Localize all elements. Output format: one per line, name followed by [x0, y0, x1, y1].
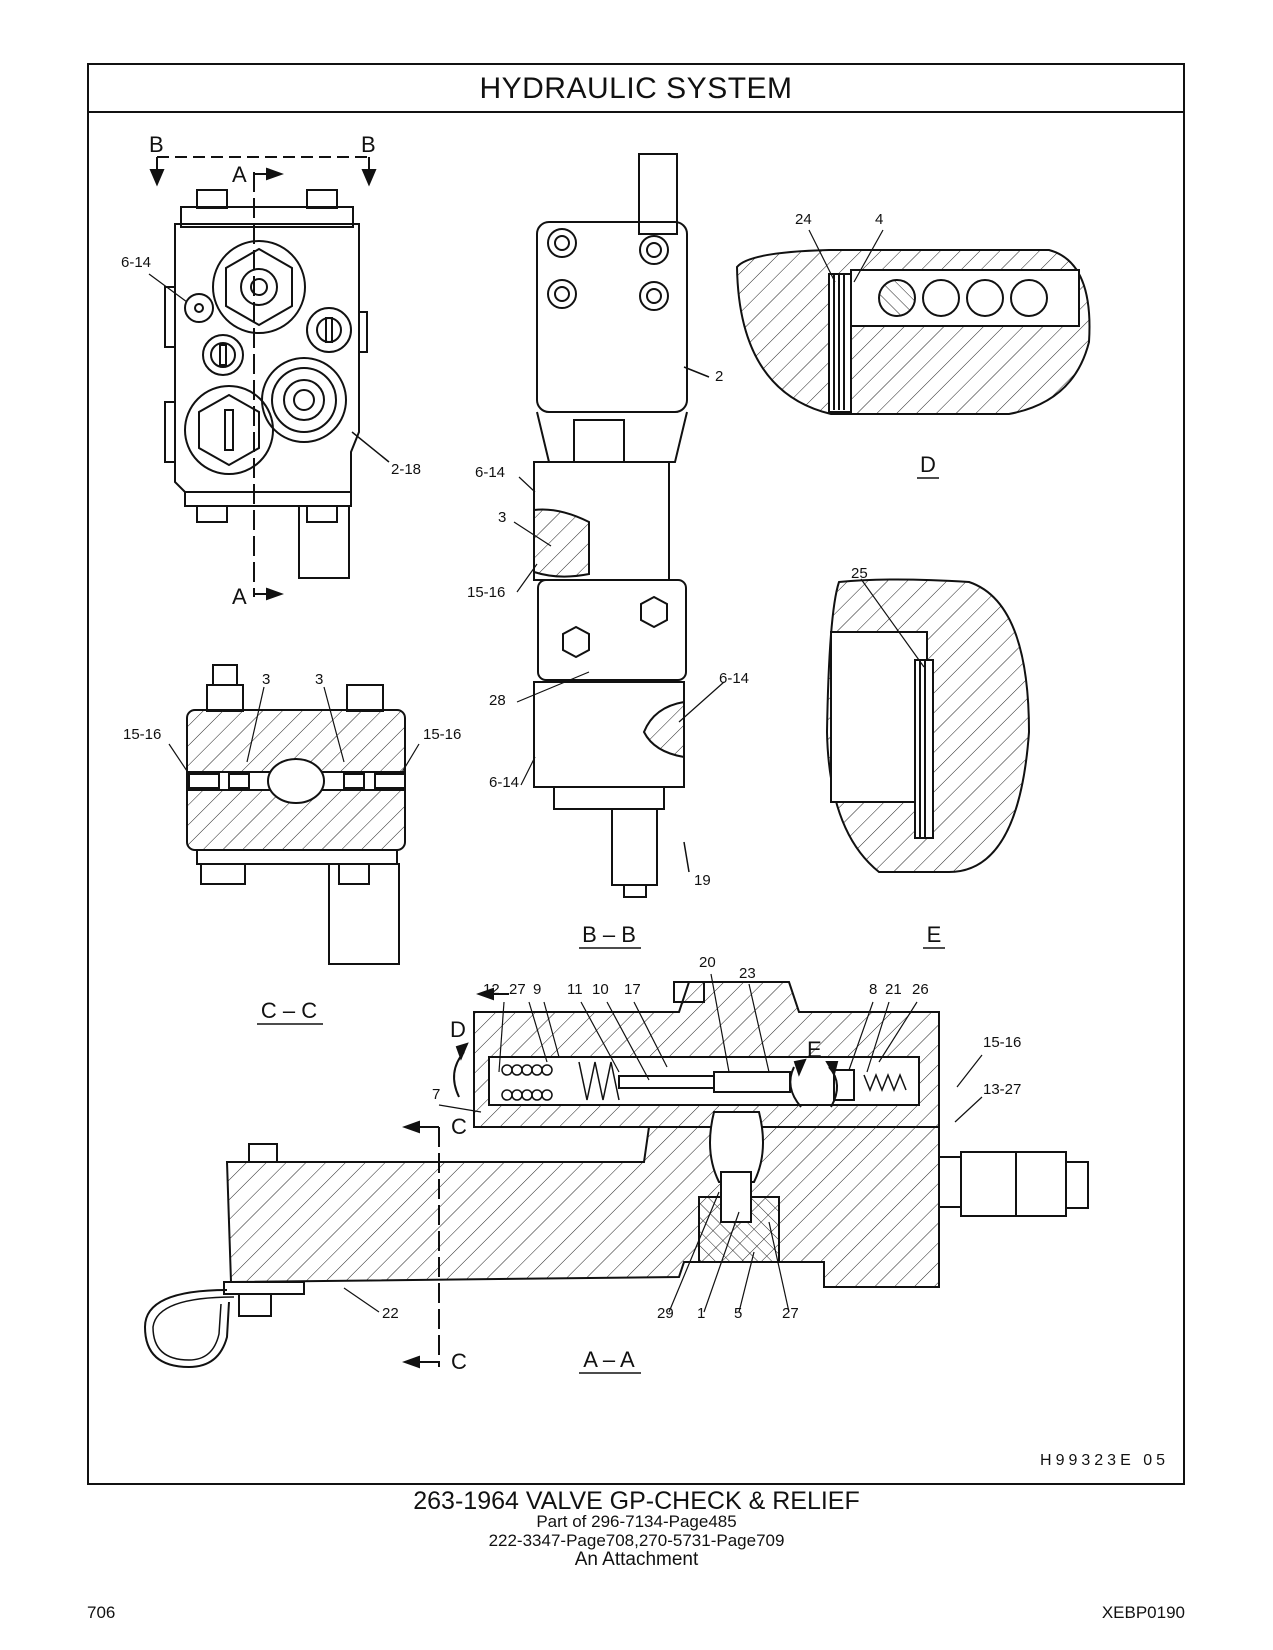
callout-7: 7 [432, 1086, 440, 1103]
drawing-id: H99323E 05 [1040, 1452, 1169, 1469]
callout-3-side: 3 [498, 509, 506, 526]
callout-24: 24 [795, 211, 812, 228]
callout-11: 11 [567, 981, 583, 998]
page-number: 706 [87, 1603, 116, 1622]
callout-6-14-front: 6-14 [121, 254, 151, 271]
callout-12: 12 [483, 981, 500, 998]
callout-22: 22 [382, 1305, 399, 1322]
callout-26: 26 [912, 981, 929, 998]
callout-17: 17 [624, 981, 641, 998]
callout-13-27: 13-27 [983, 1081, 1021, 1098]
section-mark-d: D [450, 1017, 466, 1042]
callout-1: 1 [697, 1305, 705, 1322]
callout-9: 9 [533, 981, 541, 998]
leader-lines [148, 229, 983, 1313]
callout-21: 21 [885, 981, 902, 998]
detail-d-view [735, 249, 1091, 415]
caption-line-3: An Attachment [574, 1549, 699, 1570]
section-cc-view [186, 664, 406, 965]
section-mark-e: E [807, 1037, 822, 1062]
callout-6-14-side-bottom: 6-14 [489, 774, 519, 791]
parts-diagram: B B A A C C D E B – B C – C A – A D E 6-… [121, 132, 1091, 1374]
callout-10: 10 [592, 981, 609, 998]
callout-15-16-cc-right: 15-16 [423, 726, 461, 743]
callout-15-16-aa: 15-16 [983, 1034, 1021, 1051]
callout-19: 19 [694, 872, 711, 889]
callout-5: 5 [734, 1305, 742, 1322]
callout-4: 4 [875, 211, 883, 228]
section-mark-b-right: B [361, 132, 376, 157]
page-title: HYDRAULIC SYSTEM [89, 65, 1183, 113]
section-aa-view [143, 981, 1089, 1369]
valve-side-view [533, 153, 710, 898]
valve-front-view [149, 156, 390, 601]
callout-15-16-cc-left: 15-16 [123, 726, 161, 743]
view-label-bb: B – B [582, 922, 636, 947]
view-label-aa: A – A [583, 1347, 635, 1372]
section-mark-c-bottom: C [451, 1349, 467, 1374]
callout-3-cc-right: 3 [315, 671, 323, 688]
view-label-d: D [920, 452, 936, 477]
callout-28: 28 [489, 692, 506, 709]
view-label-cc: C – C [261, 998, 317, 1023]
callout-27-top: 27 [509, 981, 526, 998]
callout-8: 8 [869, 981, 877, 998]
callout-29: 29 [657, 1305, 674, 1322]
callout-2: 2 [715, 368, 723, 385]
callout-2-18: 2-18 [391, 461, 421, 478]
caption-title: 263-1964 VALVE GP-CHECK & RELIEF [413, 1487, 860, 1515]
section-mark-a-bottom: A [232, 584, 247, 609]
callout-23: 23 [739, 965, 756, 982]
detail-e-view [825, 578, 1031, 873]
drawing-frame: HYDRAULIC SYSTEM [87, 63, 1185, 1485]
callout-6-14-side-mid: 6-14 [719, 670, 749, 687]
callout-6-14-side-top: 6-14 [475, 464, 505, 481]
callout-3-cc-left: 3 [262, 671, 270, 688]
section-mark-c-top: C [451, 1114, 467, 1139]
callout-27-bottom: 27 [782, 1305, 799, 1322]
section-mark-b-left: B [149, 132, 164, 157]
section-mark-a-top: A [232, 162, 247, 187]
callout-20: 20 [699, 954, 716, 971]
callout-25: 25 [851, 565, 868, 582]
view-label-e: E [927, 922, 942, 947]
callout-15-16-side: 15-16 [467, 584, 505, 601]
caption-line-1: Part of 296-7134-Page485 [536, 1512, 737, 1531]
caption-line-2: 222-3347-Page708,270-5731-Page709 [488, 1531, 785, 1550]
document-code: XEBP0190 [1101, 1603, 1185, 1622]
